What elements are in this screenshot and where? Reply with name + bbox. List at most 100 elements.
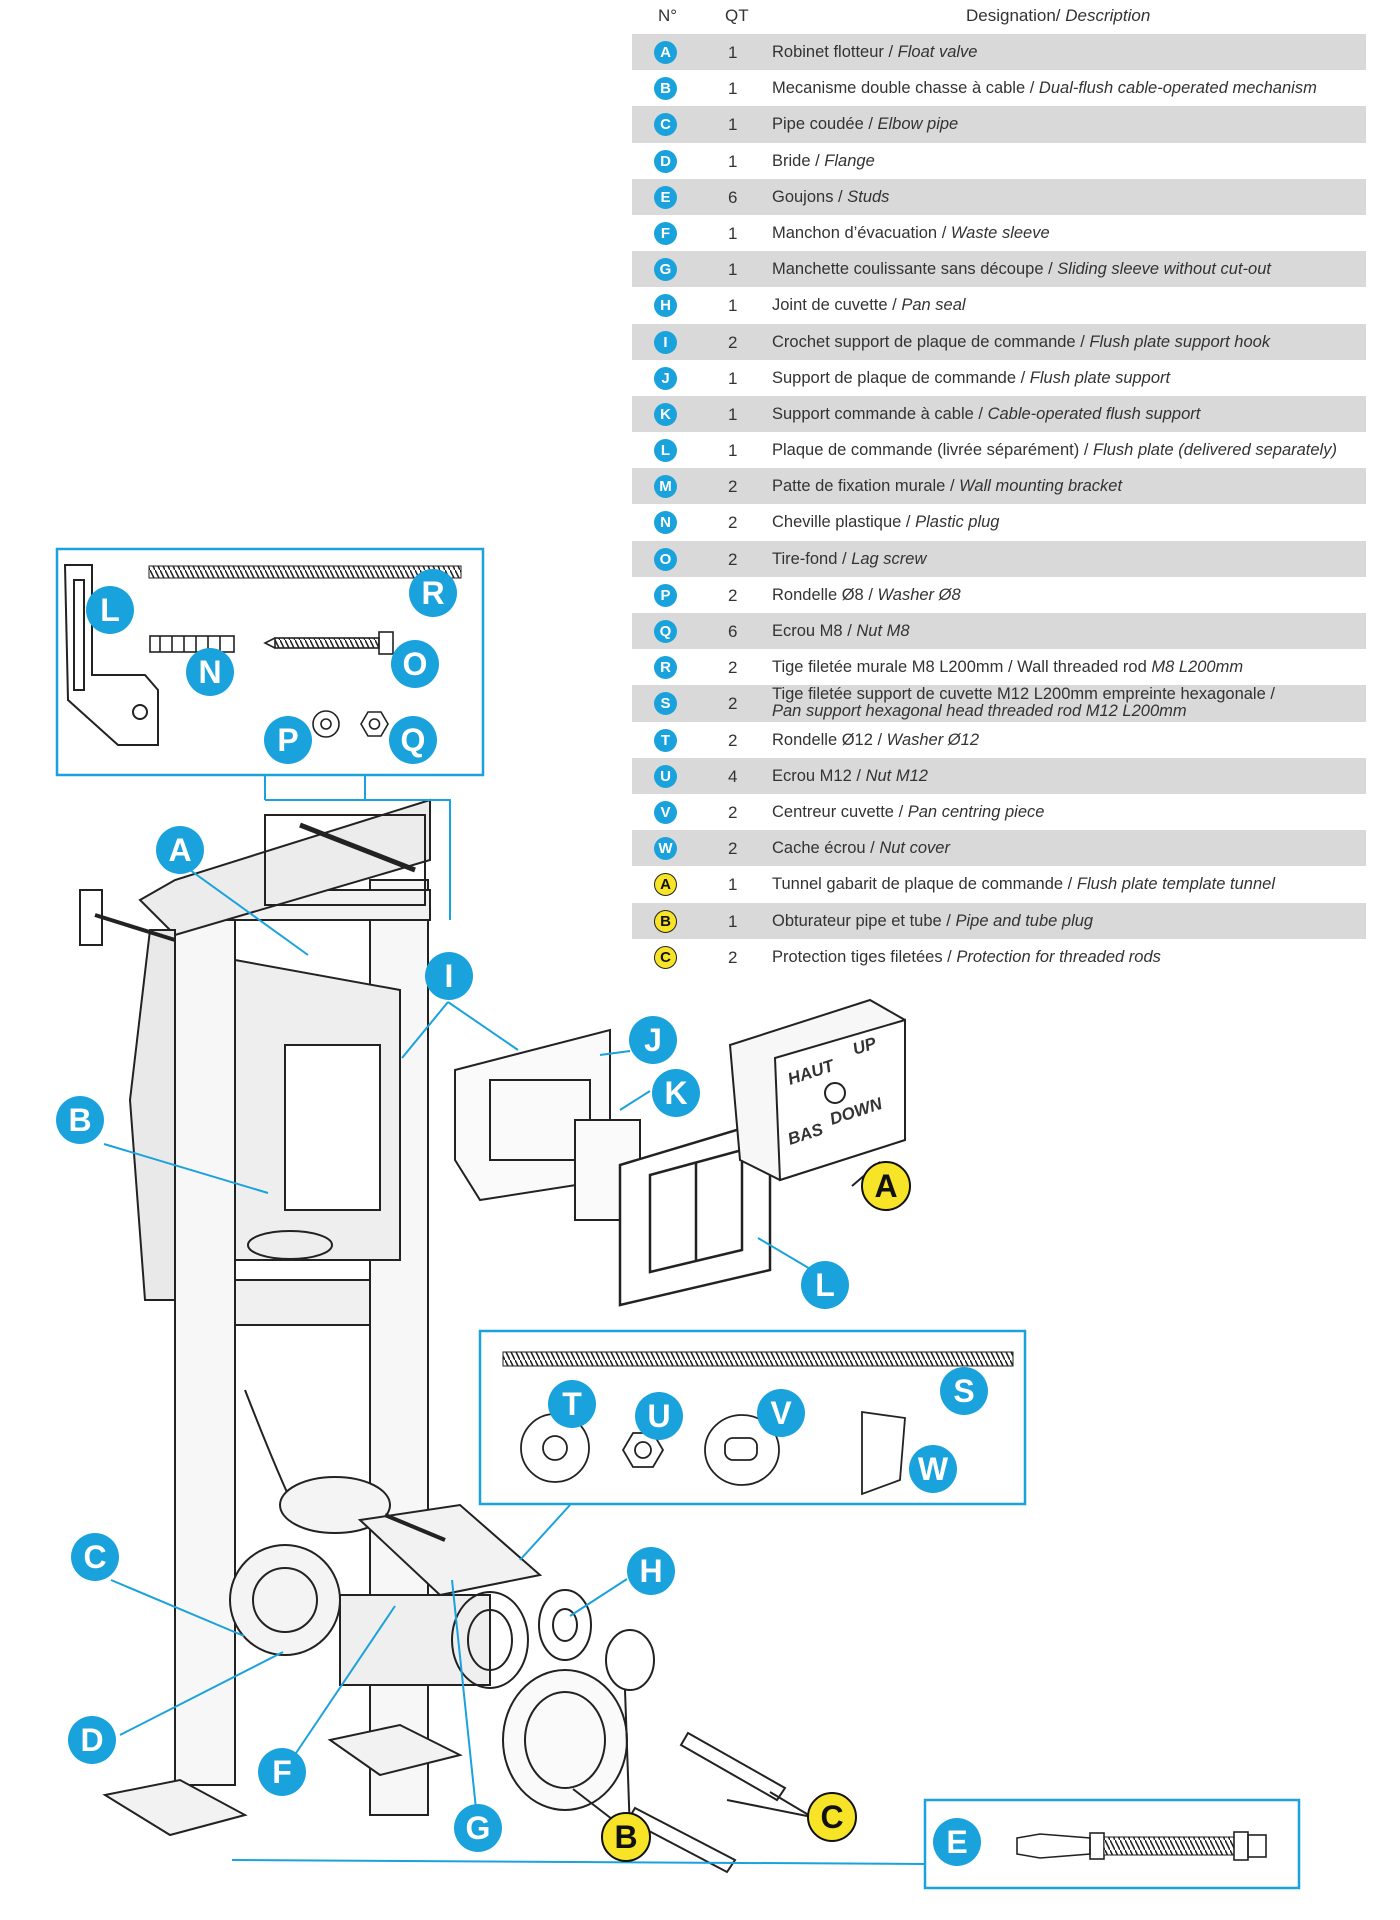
- item-description: Support de plaque de commande / Flush pl…: [772, 368, 1171, 387]
- callout-l-blue: L: [86, 586, 134, 634]
- item-quantity: 1: [728, 368, 738, 388]
- callout-letter: K: [664, 1075, 687, 1111]
- callout-circle: [601, 1812, 651, 1862]
- callout-circle: [635, 1392, 683, 1440]
- item-quantity: 2: [728, 549, 738, 569]
- callout-circle: [425, 952, 473, 1000]
- item-description: Cheville plastique / Plastic plug: [772, 513, 1000, 532]
- callout-d-blue: D: [68, 1716, 116, 1764]
- header-number: N°: [658, 6, 678, 25]
- item-description: Bride / Flange: [772, 151, 875, 170]
- callout-l-blue: L: [801, 1261, 849, 1309]
- callout-circle: [548, 1380, 596, 1428]
- callout-letter: C: [820, 1799, 843, 1835]
- item-description-en: Pipe and tube plug: [955, 911, 1094, 930]
- item-letter-badge: S: [654, 692, 677, 716]
- item-letter-badge: O: [654, 547, 677, 571]
- item-designation-fr: Tige filetée support de cuvette M12 L200…: [772, 685, 1275, 704]
- callout-circle: [933, 1818, 981, 1866]
- item-description: Support commande à cable / Cable-operate…: [772, 404, 1201, 423]
- callout-circle: [409, 569, 457, 617]
- header-designation: Designation/ Description: [966, 6, 1151, 25]
- item-designation-fr: Cache écrou: [772, 839, 866, 858]
- table-header: N° QT Designation/ Description: [632, 0, 1366, 34]
- item-letter-badge: H: [654, 294, 677, 318]
- callout-b-blue: B: [56, 1096, 104, 1144]
- callout-circle: [807, 1792, 857, 1842]
- callout-circle: [71, 1533, 119, 1581]
- item-description-en: Wall mounting bracket: [959, 477, 1123, 496]
- callout-w-blue: W: [909, 1445, 957, 1493]
- item-description-en: Protection for threaded rods: [956, 947, 1161, 966]
- item-designation-fr: Patte de fixation murale: [772, 477, 946, 496]
- callout-letter: N: [198, 654, 221, 690]
- item-description: Patte de fixation murale / Wall mounting…: [772, 477, 1123, 496]
- callout-circle: [258, 1748, 306, 1796]
- callout-letter: W: [918, 1451, 949, 1487]
- header-designation-fr: Designation: [966, 6, 1056, 25]
- item-description-en: Pan centring piece: [907, 802, 1045, 821]
- callout-letter: J: [644, 1022, 662, 1058]
- item-quantity: 2: [728, 947, 738, 967]
- callout-circle: [454, 1804, 502, 1852]
- item-letter-badge: V: [654, 800, 677, 824]
- item-description-en: Nut cover: [879, 839, 950, 858]
- item-description: Cache écrou / Nut cover: [772, 839, 950, 858]
- item-letter-badge: E: [654, 185, 677, 209]
- plastic-plug-icon: [149, 635, 235, 653]
- item-quantity: 2: [728, 802, 738, 822]
- item-description: Robinet flotteur / Float valve: [772, 43, 978, 61]
- item-letter-badge: K: [654, 402, 677, 426]
- callout-b-yellow: B: [601, 1812, 651, 1862]
- callout-h-blue: H: [627, 1547, 675, 1595]
- callout-letter: L: [100, 592, 120, 628]
- item-quantity: 1: [728, 151, 738, 171]
- item-description: Obturateur pipe et tube / Pipe and tube …: [772, 911, 1094, 930]
- item-designation-fr: Rondelle Ø12: [772, 730, 873, 749]
- callout-letter: U: [647, 1398, 670, 1434]
- callout-letter: E: [946, 1824, 967, 1860]
- item-description-en: Flange: [824, 151, 875, 170]
- item-description: Ecrou M12 / Nut M12: [772, 766, 928, 785]
- item-quantity: 6: [728, 622, 738, 641]
- item-letter-badge: D: [654, 149, 677, 173]
- item-quantity: 2: [728, 513, 738, 533]
- callout-letter: C: [83, 1539, 106, 1575]
- callout-circle: [56, 1096, 104, 1144]
- item-description-en: Elbow pipe: [877, 115, 959, 134]
- callout-letter: O: [403, 646, 428, 682]
- item-quantity: 1: [728, 404, 738, 424]
- item-letter-badge: G: [654, 258, 677, 282]
- item-description-en: Float valve: [897, 43, 978, 61]
- item-description: Joint de cuvette / Pan seal: [772, 296, 966, 315]
- item-letter-badge: A: [654, 873, 677, 897]
- callout-a-blue: A: [156, 826, 204, 874]
- item-designation-fr: Ecrou M8: [772, 622, 843, 640]
- item-quantity: 6: [728, 187, 738, 207]
- item-letter-badge: I: [654, 330, 677, 354]
- item-designation-fr: Robinet flotteur: [772, 43, 884, 61]
- callout-p-blue: P: [264, 716, 312, 764]
- item-quantity: 2: [728, 585, 738, 605]
- item-description: Tige filetée murale M8 L200mm / Wall thr…: [772, 658, 1243, 677]
- callout-letter: D: [80, 1722, 103, 1758]
- callout-e-blue: E: [933, 1818, 981, 1866]
- item-designation-fr: Centreur cuvette: [772, 802, 894, 821]
- callout-letter: G: [466, 1810, 491, 1846]
- item-letter-badge: R: [654, 656, 677, 680]
- item-quantity: 1: [728, 911, 738, 931]
- callout-u-blue: U: [635, 1392, 683, 1440]
- item-description: Ecrou M8 / Nut M8: [772, 622, 910, 640]
